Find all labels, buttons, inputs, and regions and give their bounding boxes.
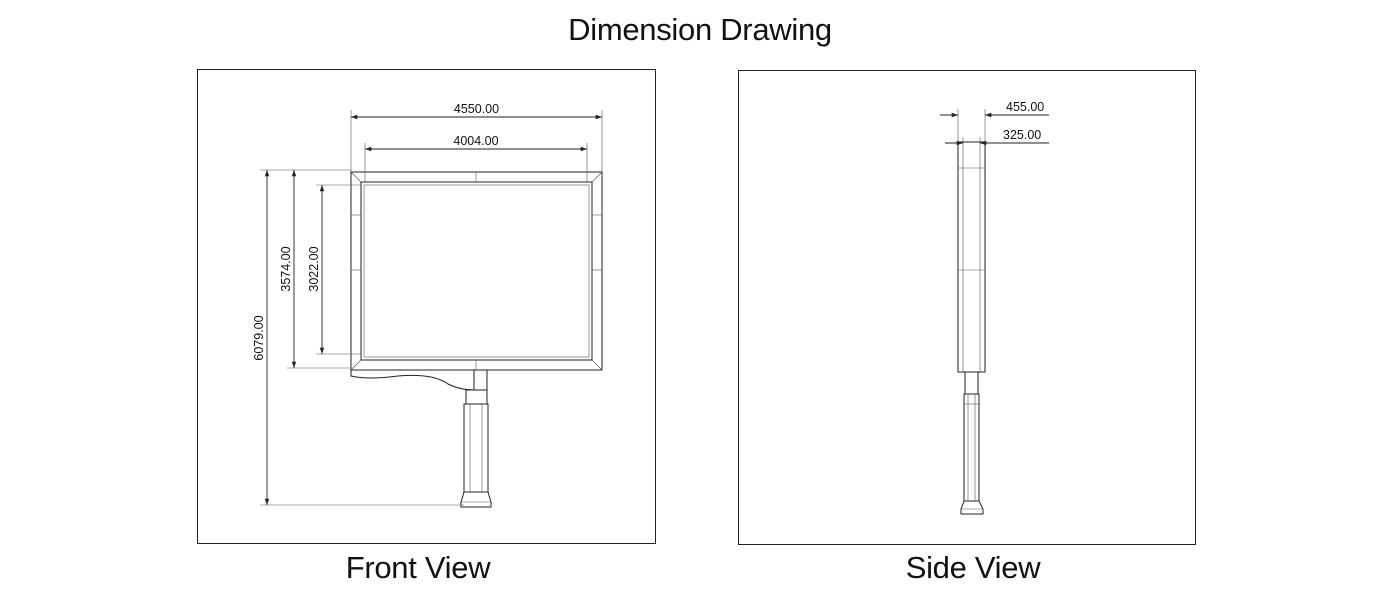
front-view-panel: 4550.00 4004.00 6079.00 3574.00 3022.00 [197,69,656,544]
dim-inner-height: 3022.00 [307,246,321,291]
dim-total-height: 6079.00 [252,315,266,360]
side-view-panel: 455.00 325.00 [738,70,1196,545]
sign-post [465,389,488,405]
side-post [964,371,979,395]
front-view-drawing: 4550.00 4004.00 6079.00 3574.00 3022.00 [252,102,603,508]
side-view-drawing: 455.00 325.00 [940,100,1049,515]
sign-outer-frame [350,171,603,371]
dim-overall-width: 4550.00 [454,102,499,116]
dim-frame-height: 3574.00 [279,246,293,291]
dim-overall-depth: 455.00 [1006,100,1044,114]
post-base [460,491,492,508]
dim-inner-depth: 325.00 [1003,128,1041,142]
side-sign-body [957,141,986,373]
dim-inner-width: 4004.00 [453,134,498,148]
sign-inner-panel [360,181,593,361]
front-view-caption: Front View [345,550,491,585]
page-title: Dimension Drawing [568,12,832,47]
side-view-caption: Side View [905,550,1041,585]
side-post-base [960,500,984,515]
